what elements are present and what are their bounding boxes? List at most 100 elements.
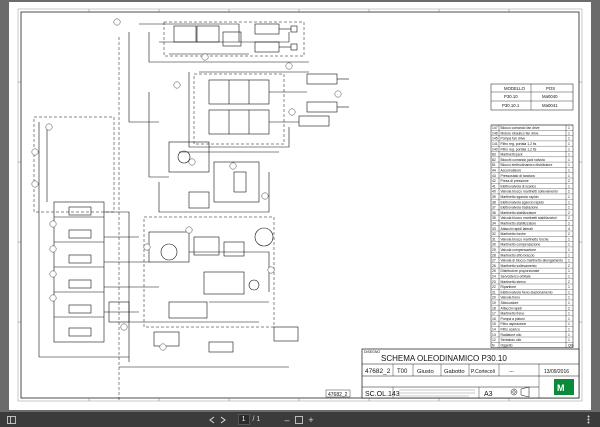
- legend-item-quantity: 1: [568, 126, 570, 130]
- legend-item-number: 26: [492, 264, 496, 268]
- legend-item-description: Accumulatore: [501, 169, 522, 173]
- viewer-toolbar: 1 / 1 – +: [0, 412, 600, 427]
- legend-item-quantity: 1: [568, 184, 570, 188]
- legend-item-number: 33: [492, 227, 496, 231]
- projection-symbol-icon: [510, 386, 530, 398]
- revision: T00: [397, 369, 408, 375]
- checker: Gabotto: [444, 369, 465, 375]
- legend-item-quantity: 2: [568, 264, 570, 268]
- legend-item-quantity: 1: [568, 328, 570, 332]
- zoom-out-button[interactable]: –: [284, 414, 290, 425]
- fit-page-icon[interactable]: [294, 413, 304, 426]
- drawing-sheet: 47682_2 MODELLO POS P30.10 Ma0040 P30.10…: [9, 2, 591, 410]
- legend-item-quantity: 1: [568, 147, 570, 151]
- legend-item-quantity: 1: [568, 259, 570, 263]
- legend-item-quantity: 1: [568, 338, 570, 342]
- hydraulic-schematic: 47682_2 MODELLO POS P30.10 Ma0040 P30.10…: [17, 8, 583, 402]
- legend-item-description: Martinetto compensazione: [501, 243, 541, 247]
- legend-item-quantity: 2: [568, 232, 570, 236]
- model-cell: P30.10.1: [502, 103, 520, 108]
- legend-item-number: 24: [492, 275, 496, 279]
- next-page-icon[interactable]: [218, 413, 228, 426]
- sheet-format: A3: [484, 391, 493, 398]
- legend-item-quantity: 1: [568, 275, 570, 279]
- designer: Giusto: [417, 369, 434, 375]
- previous-page-icon[interactable]: [207, 413, 217, 426]
- legend-item-number: 20: [492, 296, 496, 300]
- legend-item-quantity: 1: [568, 243, 570, 247]
- legend-item-quantity: 1: [568, 163, 570, 167]
- legend-item-number: 13: [492, 333, 496, 337]
- legend-item-description: Elettrovalvola traslazione: [501, 206, 539, 210]
- legend-item-description: Martinetto forche: [501, 232, 527, 236]
- legend-item-number: 30: [492, 243, 496, 247]
- model-col-header: MODELLO: [504, 86, 526, 91]
- legend-item-quantity: 1: [568, 200, 570, 204]
- legend-item-quantity: 2: [568, 280, 570, 284]
- legend-item-number: N: [492, 343, 495, 347]
- legend-item-quantity: 1: [568, 301, 570, 305]
- legend-item-description: Martinetto stabilizzatore: [501, 211, 537, 215]
- legend-item-description: Filtro scarico: [501, 328, 520, 332]
- legend-item-number: 39: [492, 195, 496, 199]
- sidebar-toggle-icon[interactable]: [5, 413, 17, 426]
- legend-item-number: 31: [492, 237, 496, 241]
- legend-item-description: Valvola blocco martinetto forche: [501, 237, 549, 241]
- legend-item-description: Motore idraulico fan drive: [501, 131, 539, 135]
- legend-item-description: Oggetto: [501, 343, 513, 347]
- legend-item-description: Valvola freno: [501, 296, 521, 300]
- legend-item-description: Attacchi rapidi laterali: [501, 227, 533, 231]
- legend-item-quantity: 1: [568, 317, 570, 321]
- legend-item-description: Presa di pressione: [501, 179, 529, 183]
- title-label: DISEGNO: [364, 350, 380, 354]
- legend-item-quantity: 1: [568, 137, 570, 141]
- legend-item-quantity: 1: [568, 206, 570, 210]
- legend-item-description: Martinetto sterzo: [501, 280, 526, 284]
- legend-item-number: 147: [492, 126, 498, 130]
- legend-item-number: 23: [492, 280, 496, 284]
- legend-item-quantity: 2: [568, 211, 570, 215]
- legend-item-quantity: 1: [568, 169, 570, 173]
- legend-item-quantity: 2: [568, 222, 570, 226]
- legend-item-number: 32: [492, 232, 496, 236]
- legend-item-description: Pompa fan drive: [501, 137, 526, 141]
- legend-item-quantity: 2: [568, 216, 570, 220]
- legend-item-quantity: 1: [568, 285, 570, 289]
- legend-item-quantity: 1: [568, 333, 570, 337]
- legend-item-quantity: 1: [568, 131, 570, 135]
- legend-item-number: 43: [492, 174, 496, 178]
- legend-item-number: 82: [492, 158, 496, 162]
- svg-text:M: M: [557, 383, 565, 393]
- legend-item-number: 140: [492, 147, 498, 151]
- pos-cell: Ma0041: [542, 103, 558, 108]
- legend-item-number: 38: [492, 200, 496, 204]
- legend-item-description: Filtro reg. portata 1,2 lts: [501, 142, 537, 146]
- drawing-title: SCHEMA OLEODINAMICO P30.10: [381, 354, 507, 363]
- legend-item-number: 27: [492, 259, 496, 263]
- title-block: DISEGNO SCHEMA OLEODINAMICO P30.10 47682…: [361, 348, 580, 399]
- legend-item-number: 35: [492, 216, 496, 220]
- legend-item-description: Martinetto jack: [501, 153, 523, 157]
- legend-item-number: 29: [492, 248, 496, 252]
- legend-item-description: Elettrovalvola sgancio rapido: [501, 200, 544, 204]
- legend-item-number: 14: [492, 328, 496, 332]
- legend-item-description: Sbloccatore: [501, 301, 519, 305]
- legend-item-description: Martinetto sollevamento: [501, 264, 537, 268]
- legend-item-quantity: Qtà: [568, 343, 574, 347]
- zoom-in-button[interactable]: +: [308, 414, 314, 425]
- pos-cell: Ma0040: [542, 94, 558, 99]
- legend-item-description: Pressostato di taratura: [501, 174, 535, 178]
- legend-item-number: 141: [492, 142, 498, 146]
- legend-item-description: Serbatoio olio: [501, 338, 522, 342]
- scale: ---: [509, 369, 514, 375]
- page-number-input[interactable]: 1: [237, 414, 250, 425]
- legend-item-description: Radiatore olio: [501, 333, 522, 337]
- legend-item-number: 16: [492, 317, 496, 321]
- legend-item-description: Blocchi comando jack valvola: [501, 158, 545, 162]
- company-logo: [554, 379, 574, 395]
- more-options-icon[interactable]: [582, 413, 594, 426]
- legend-item-number: 81: [492, 163, 496, 167]
- legend-item-description: Valvola blocco martinetti stabilizzatori: [501, 216, 557, 220]
- legend-item-description: Elettrovalvola di scarico: [501, 184, 537, 188]
- legend-item-quantity: 1: [568, 174, 570, 178]
